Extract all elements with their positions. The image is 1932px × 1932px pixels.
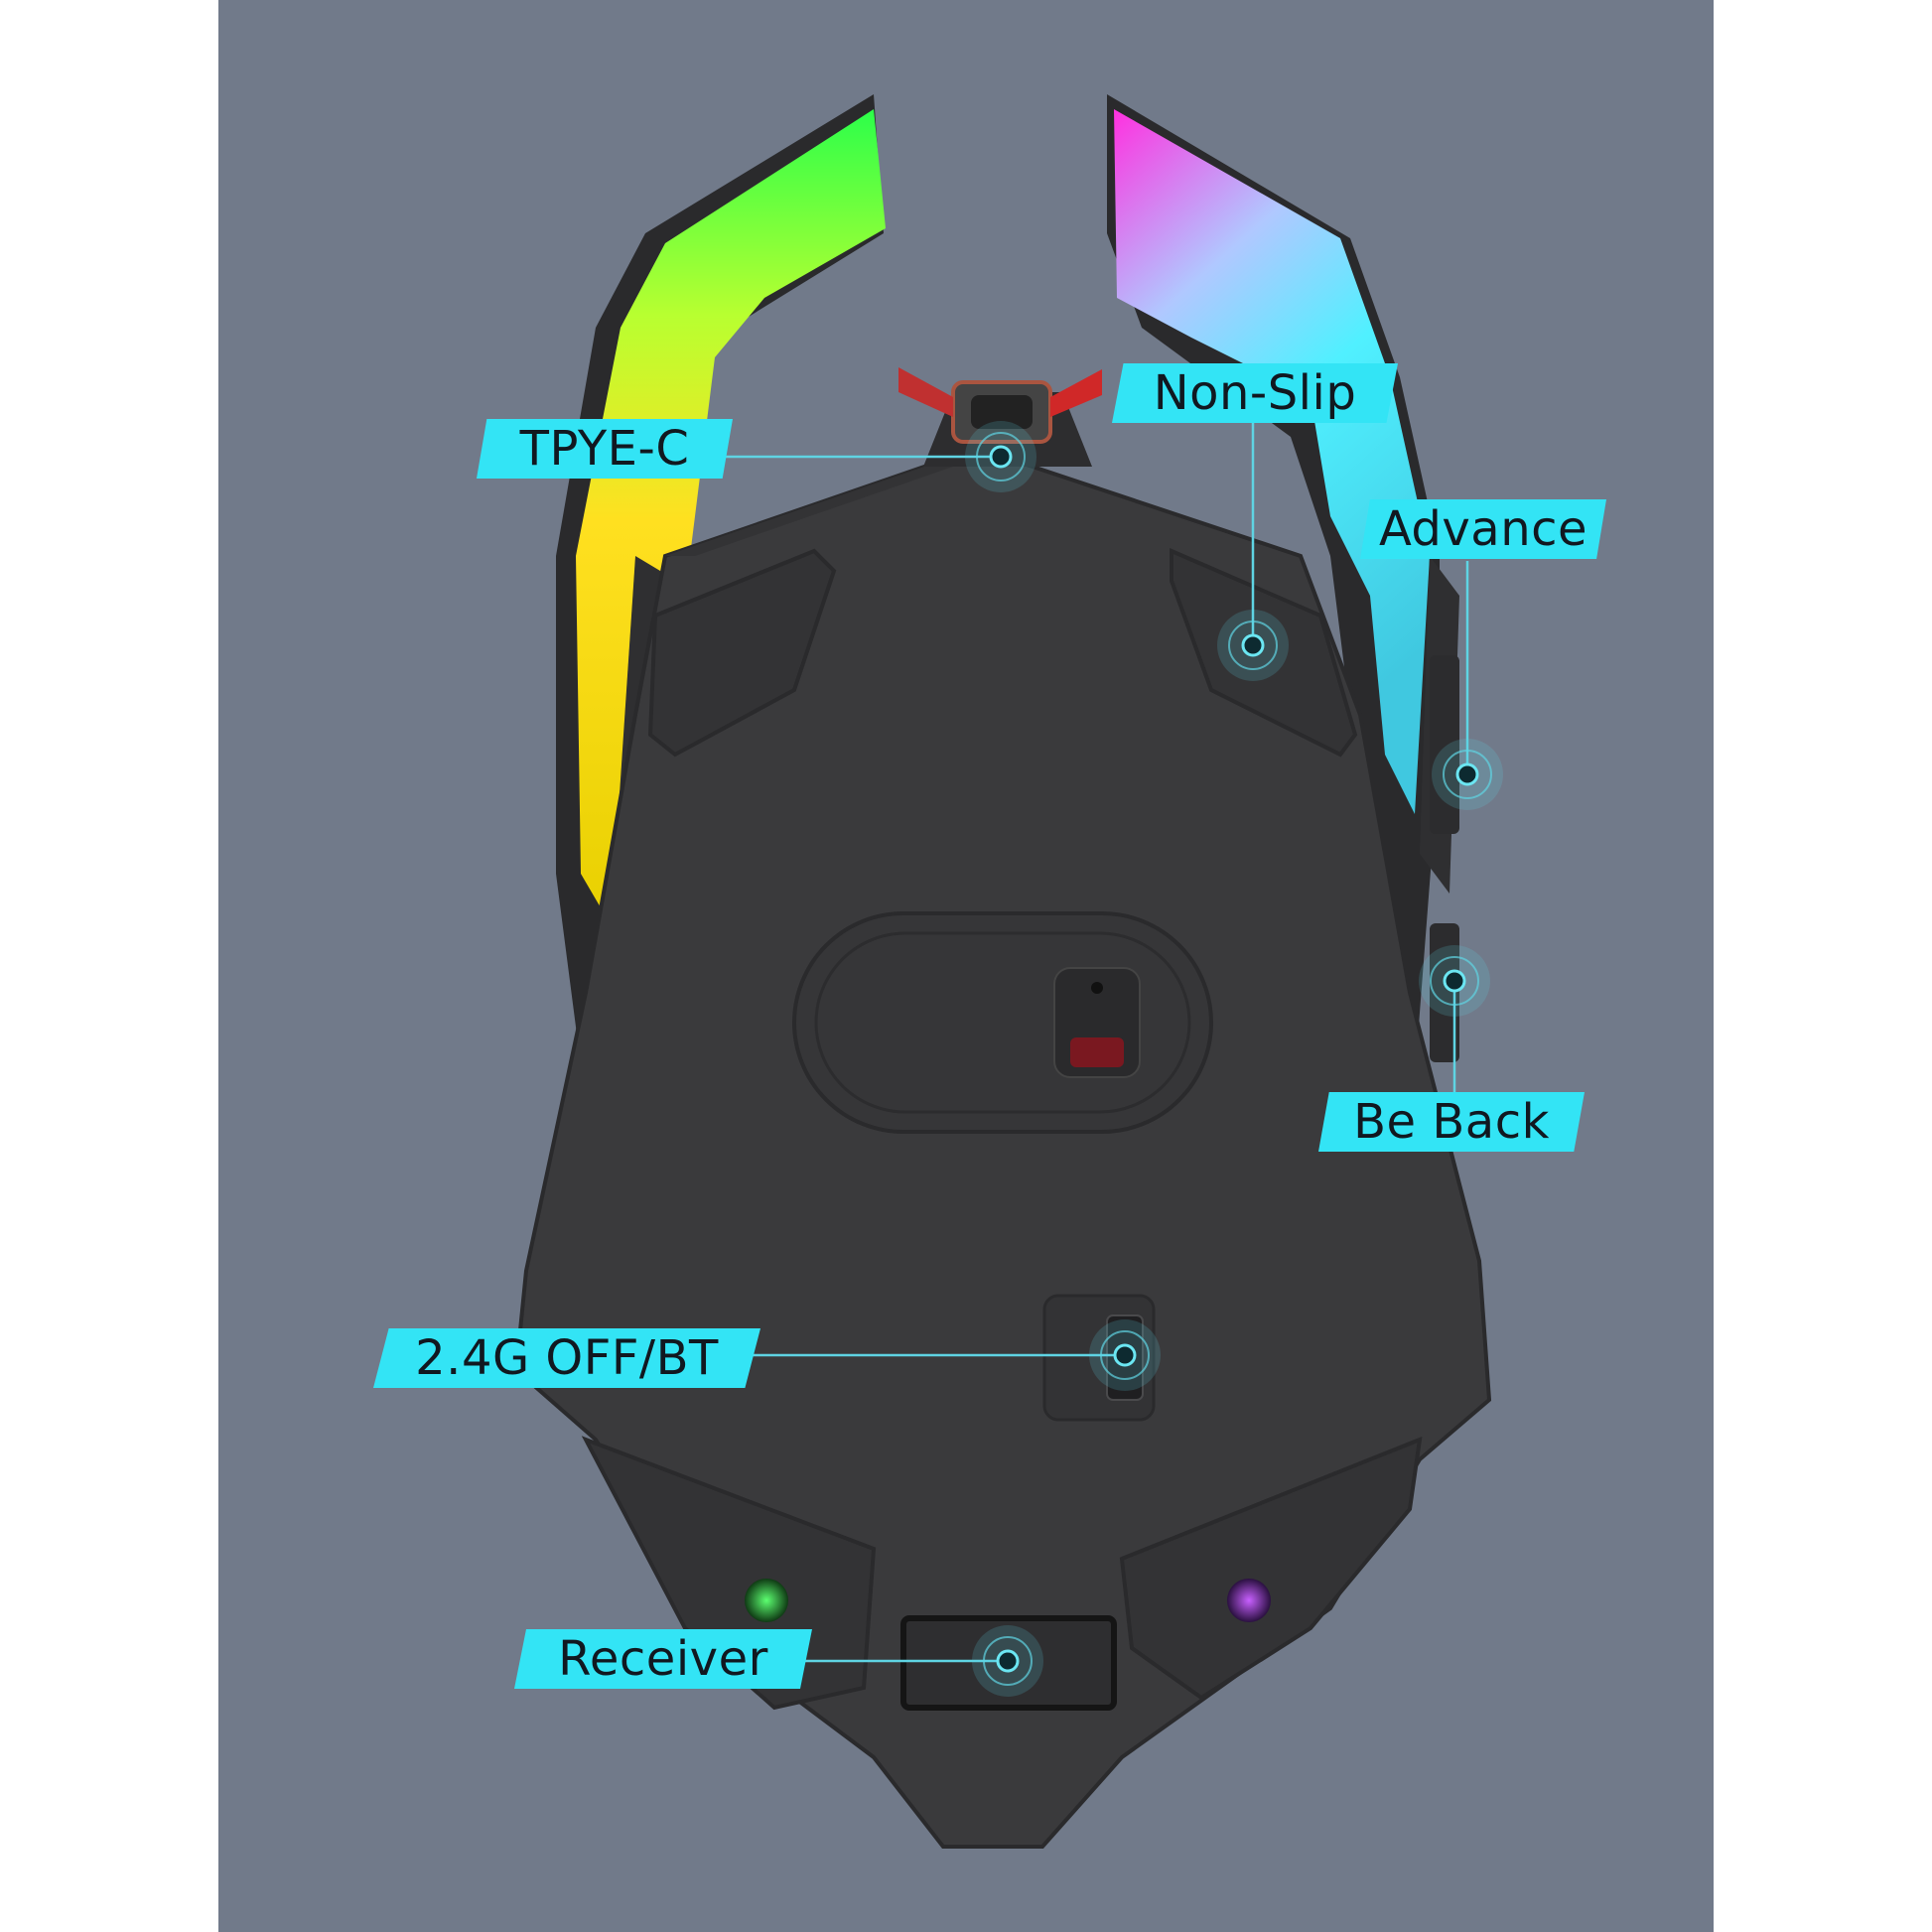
non-slip-pad-front-left: [647, 548, 837, 758]
target-ring-icon: [1419, 945, 1490, 1017]
target-ring-icon: [1432, 739, 1503, 810]
mouse-body: [513, 455, 1492, 1849]
callout-type-c: TPYE-C: [477, 419, 733, 479]
purple-led-icon: [1227, 1579, 1271, 1622]
target-ring-icon: [965, 421, 1036, 492]
non-slip-pad-rear-right: [1119, 1436, 1423, 1701]
callout-mode-switch: 2.4G OFF/BT: [373, 1328, 760, 1388]
side-button-advance[interactable]: [1430, 655, 1459, 834]
green-led-icon: [745, 1579, 788, 1622]
target-ring-icon: [1089, 1319, 1161, 1391]
target-ring-icon: [972, 1625, 1043, 1697]
callout-receiver: Receiver: [514, 1629, 812, 1689]
callout-leaders: [710, 417, 1469, 1663]
callout-be-back: Be Back: [1318, 1092, 1585, 1152]
non-slip-pad-front-right: [1170, 547, 1358, 758]
callout-advance: Advance: [1360, 499, 1606, 559]
target-ring-icon: [1217, 610, 1289, 681]
usb-c-port[interactable]: [898, 367, 1102, 467]
callout-non-slip: Non-Slip: [1112, 363, 1398, 423]
